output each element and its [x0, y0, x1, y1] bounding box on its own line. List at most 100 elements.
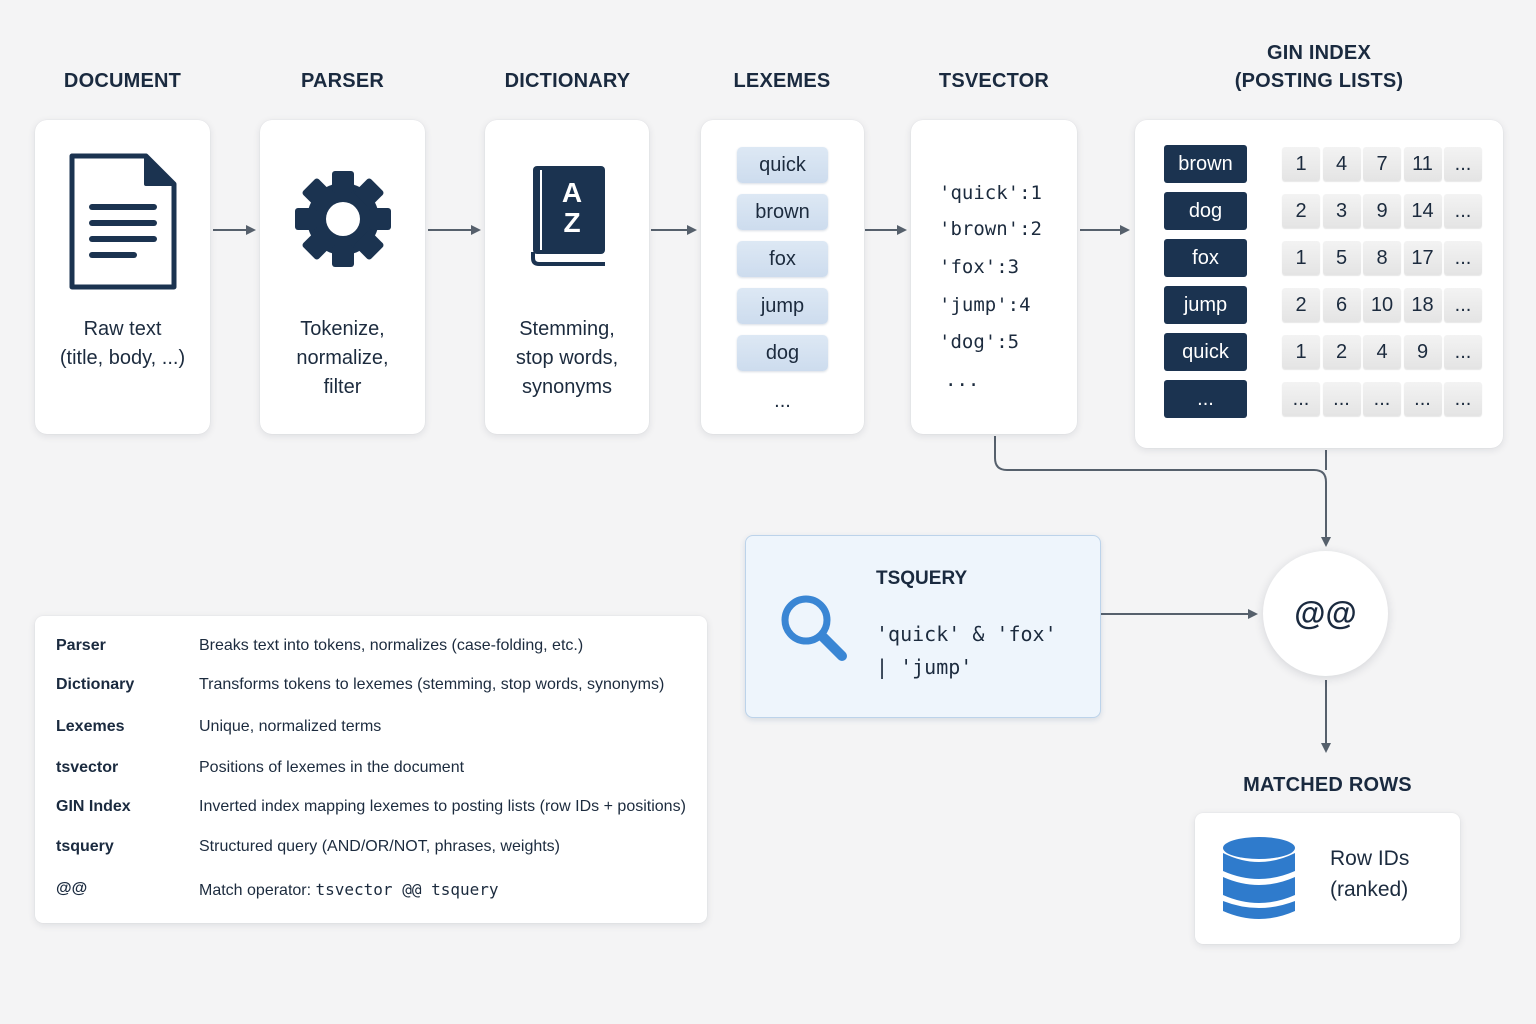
dictionary-caption-line3: synonyms — [521, 376, 613, 398]
posting-cell: ... — [1403, 382, 1442, 416]
legend-description: Positions of lexemes in the document — [199, 759, 465, 776]
book-icon: A Z — [531, 166, 605, 266]
posting-cell: ... — [1444, 147, 1482, 181]
lexemes-more: ... — [774, 390, 791, 412]
posting-cell: 4 — [1322, 147, 1361, 181]
heading-gin-index: GIN INDEX (POSTING LISTS) — [1135, 39, 1503, 95]
tsquery-expression-line1: 'quick' & 'fox' — [876, 622, 1057, 646]
legend-description: Unique, normalized terms — [199, 718, 382, 735]
posting-cell: ... — [1444, 241, 1482, 275]
posting-cell: 6 — [1322, 288, 1361, 322]
tsvector-entry: 'jump':4 — [939, 294, 1031, 316]
match-operator-label: @@ — [1294, 595, 1357, 631]
dictionary-caption-line1: Stemming, — [519, 318, 615, 340]
lexemes-card: quick brown fox jump dog ... — [701, 120, 864, 434]
tsvector-card: 'quick':1 'brown':2 'fox':3 'jump':4 'do… — [911, 120, 1077, 434]
lexeme-chip: fox — [737, 241, 828, 277]
heading-tsvector: TSVECTOR — [938, 70, 1050, 92]
tsquery-title: TSQUERY — [876, 568, 968, 589]
database-icon — [1223, 837, 1295, 919]
posting-cell: 1 — [1282, 147, 1320, 181]
posting-cell: ... — [1444, 288, 1482, 322]
arrow-tsvector-match — [994, 436, 1331, 547]
heading-parser: PARSER — [300, 70, 385, 92]
posting-cell: 10 — [1363, 288, 1401, 322]
posting-cell: ... — [1282, 382, 1320, 416]
posting-cell: 5 — [1322, 241, 1361, 275]
tsvector-entry: 'fox':3 — [939, 256, 1020, 278]
heading-document: DOCUMENT — [63, 70, 182, 92]
gin-term: brown — [1164, 145, 1247, 183]
lexeme-chip: dog — [737, 335, 828, 371]
parser-card: Tokenize, normalize, filter — [260, 120, 425, 434]
posting-cell: 17 — [1403, 241, 1442, 275]
dictionary-caption-line2: stop words, — [515, 347, 619, 369]
tsquery-expression-line2: | 'jump' — [876, 655, 973, 679]
legend-description-prefix: Match operator: — [199, 882, 316, 899]
legend-term: Dictionary — [56, 676, 135, 693]
heading-gin-line2: (POSTING LISTS) — [1234, 70, 1404, 92]
tsquery-box: TSQUERY 'quick' & 'fox' | 'jump' — [745, 535, 1101, 718]
book-letter-z: Z — [563, 207, 580, 238]
posting-cell: 2 — [1282, 288, 1320, 322]
parser-caption-line1: Tokenize, — [300, 318, 385, 340]
tsvector-entry: 'dog':5 — [939, 331, 1020, 353]
posting-cell: 8 — [1363, 241, 1401, 275]
legend-panel: Parser Breaks text into tokens, normalize… — [35, 616, 707, 923]
gin-term: dog — [1164, 192, 1247, 230]
posting-cell: ... — [1322, 382, 1361, 416]
legend-description: Breaks text into tokens, normalizes (cas… — [199, 637, 584, 654]
posting-cell: 18 — [1403, 288, 1442, 322]
legend-term: GIN Index — [56, 798, 131, 815]
book-letter-a: A — [562, 177, 582, 208]
legend-description: Transforms tokens to lexemes (stemming, … — [199, 676, 665, 693]
legend-term: Lexemes — [56, 718, 125, 735]
gin-term: jump — [1164, 286, 1247, 324]
matched-rows-card: Row IDs (ranked) — [1195, 813, 1460, 944]
legend-term: Parser — [56, 637, 106, 654]
legend-term: tsquery — [56, 838, 114, 855]
posting-cell: ... — [1444, 194, 1482, 228]
dictionary-card: A Z Stemming, stop words, synonyms — [485, 120, 649, 434]
gin-term: fox — [1164, 239, 1247, 277]
lexeme-chip: jump — [737, 288, 828, 324]
posting-cell: 1 — [1282, 335, 1320, 369]
legend-description: Match operator: tsvector @@ tsquery — [199, 880, 499, 900]
heading-dictionary: DICTIONARY — [504, 70, 631, 92]
heading-lexemes: LEXEMES — [733, 70, 831, 92]
posting-cell: 1 — [1282, 241, 1320, 275]
document-caption-line2: (title, body, ...) — [59, 347, 186, 369]
posting-cell: ... — [1444, 382, 1482, 416]
posting-cell: 2 — [1322, 335, 1361, 369]
legend-term: tsvector — [56, 759, 119, 776]
posting-cell: 7 — [1363, 147, 1401, 181]
parser-caption-line2: normalize, — [296, 347, 389, 369]
document-caption-line1: Raw text — [83, 318, 162, 340]
gear-icon — [295, 171, 391, 267]
tsvector-more: ... — [945, 369, 980, 391]
legend-description: Inverted index mapping lexemes to postin… — [199, 798, 686, 815]
gin-term: ... — [1164, 380, 1247, 418]
legend-term: @@ — [56, 880, 88, 897]
posting-cell: 9 — [1363, 194, 1401, 228]
lexeme-chip: brown — [737, 194, 828, 230]
legend-description: Structured query (AND/OR/NOT, phrases, w… — [199, 838, 561, 855]
legend-description-code: tsvector @@ tsquery — [315, 880, 499, 899]
document-card: Raw text (title, body, ...) — [35, 120, 210, 434]
posting-cell: ... — [1444, 335, 1482, 369]
lexeme-chip: quick — [737, 147, 828, 183]
posting-cell: ... — [1363, 382, 1401, 416]
search-icon — [781, 595, 847, 661]
tsvector-entry: 'quick':1 — [939, 182, 1042, 204]
tsvector-entry: 'brown':2 — [939, 218, 1042, 240]
parser-caption-line3: filter — [323, 376, 362, 398]
posting-cell: 2 — [1282, 194, 1320, 228]
posting-cell: 11 — [1403, 147, 1442, 181]
matched-rows-line2: (ranked) — [1330, 878, 1409, 901]
posting-cell: 9 — [1403, 335, 1442, 369]
heading-matched-rows: MATCHED ROWS — [1243, 774, 1412, 796]
document-icon — [69, 153, 177, 290]
posting-cell: 4 — [1363, 335, 1401, 369]
gin-term: quick — [1164, 333, 1247, 371]
